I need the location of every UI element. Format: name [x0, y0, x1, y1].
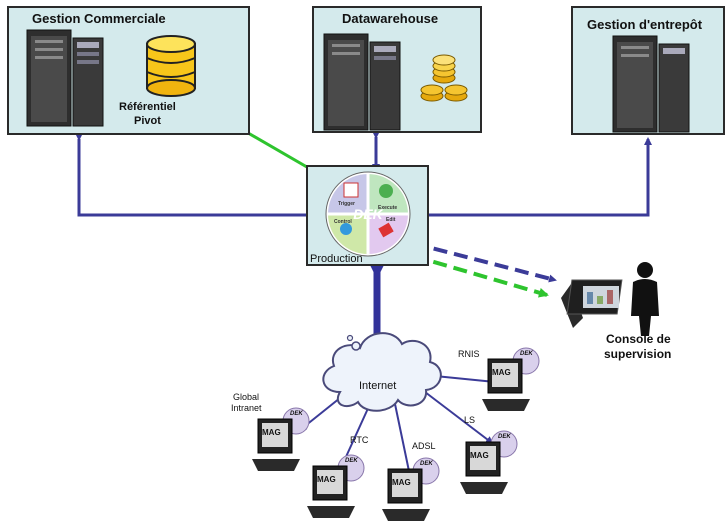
dek-center-text: DEK — [353, 206, 383, 222]
terminal-screen-label: MAG — [392, 478, 411, 487]
gestion-entrepot-title: Gestion d'entrepôt — [587, 17, 703, 32]
terminal-badge: DEK — [520, 351, 533, 357]
adsl-label: ADSL — [412, 441, 436, 451]
terminal-badge: DEK — [498, 434, 511, 440]
console-workstation-icon — [561, 262, 659, 336]
computer-terminal-icon — [460, 430, 518, 494]
terminal-screen-label: MAG — [317, 475, 336, 484]
terminal-ls: MAG DEK — [458, 428, 524, 496]
terminal-badge: DEK — [420, 461, 433, 467]
dek-segment-edit: Edit — [386, 217, 396, 223]
coins-icon — [420, 54, 468, 102]
link-ge-production — [421, 137, 652, 219]
terminal-global: MAG DEK — [250, 405, 316, 473]
link-ls — [417, 385, 494, 445]
gestion-entrepot-box: Gestion d'entrepôt — [571, 6, 725, 135]
gestion-commerciale-box: Gestion Commerciale Référentiel Pivot — [7, 6, 250, 135]
terminal-rnis: MAG DEK — [480, 345, 546, 413]
gestion-commerciale-title: Gestion Commerciale — [32, 11, 166, 26]
terminal-badge: DEK — [290, 411, 303, 417]
global-label-line1: Global — [233, 392, 260, 402]
terminal-screen-label: MAG — [470, 451, 489, 460]
terminal-rtc: MAG DEK — [305, 452, 371, 520]
server-rack-icon — [612, 35, 690, 133]
computer-terminal-icon — [252, 407, 310, 471]
dek-segment-control: Control — [334, 219, 352, 225]
internet-label: Internet — [359, 380, 397, 392]
terminal-badge: DEK — [345, 458, 358, 464]
console-label-line2: supervision — [604, 347, 672, 361]
link-gc-production — [75, 133, 336, 219]
console-label-line1: Console de — [606, 332, 671, 346]
dek-segment-trigger: Trigger — [338, 201, 355, 207]
database-icon — [146, 35, 196, 97]
computer-terminal-icon — [307, 454, 365, 518]
server-rack-icon — [26, 29, 104, 127]
datawarehouse-box: Datawarehouse — [312, 6, 482, 133]
computer-terminal-icon — [482, 347, 540, 411]
rtc-label: RTC — [350, 435, 369, 445]
production-box: DEK Trigger Execute Control Edit Product… — [306, 165, 429, 266]
terminal-adsl: MAG DEK — [380, 455, 446, 523]
referentiel-label: Référentiel — [119, 101, 176, 113]
dek-wheel-icon: DEK Trigger Execute Control Edit — [325, 171, 411, 257]
terminal-screen-label: MAG — [492, 368, 511, 377]
pivot-label: Pivot — [134, 115, 161, 127]
datawarehouse-title: Datawarehouse — [342, 11, 439, 26]
terminal-screen-label: MAG — [262, 428, 281, 437]
internet-cloud-icon — [322, 332, 442, 412]
production-label: Production — [310, 253, 363, 265]
global-label-line2: Intranet — [231, 403, 262, 413]
link-adsl — [389, 397, 413, 478]
dek-segment-execute: Execute — [378, 205, 397, 211]
computer-terminal-icon — [382, 457, 440, 521]
server-rack-icon — [323, 33, 401, 131]
rnis-label: RNIS — [458, 349, 480, 359]
ls-label: LS — [464, 415, 476, 425]
